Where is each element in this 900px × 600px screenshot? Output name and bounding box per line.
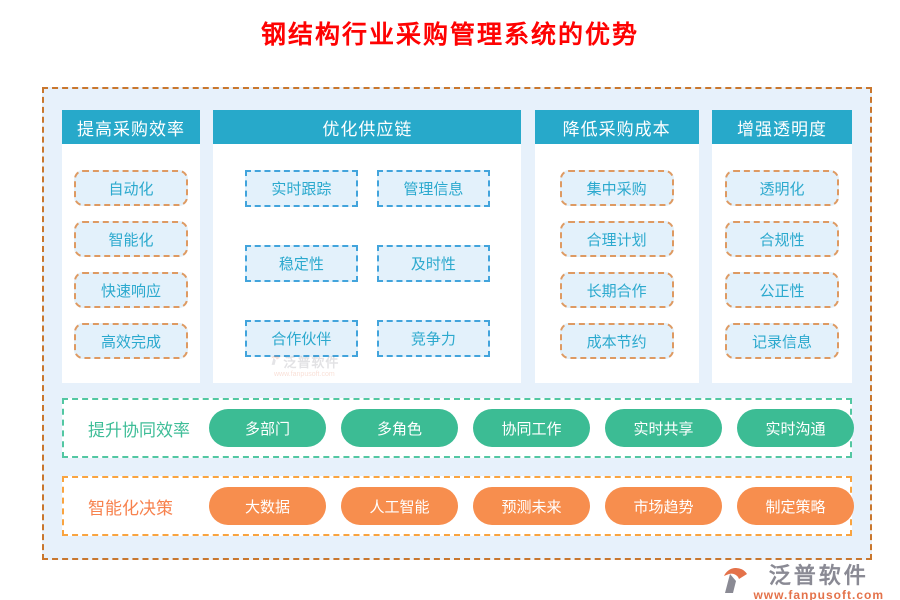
column-enhance-transparency: 增强透明度 透明化 合规性 公正性 记录信息: [711, 110, 852, 383]
column-optimize-supply-chain: 优化供应链 实时跟踪 管理信息 稳定性 及时性 合作伙伴 竞争力: [213, 110, 522, 383]
band-label: 智能化决策: [88, 498, 173, 518]
feature-item: 合作伙伴: [244, 320, 358, 357]
feature-item: 实时跟踪: [244, 170, 358, 207]
columns-section: 提高采购效率 自动化 智能化 快速响应 高效完成 优化供应链 实时跟踪 管理信息…: [62, 110, 852, 383]
feature-item: 管理信息: [376, 170, 490, 207]
band-label: 提升协同效率: [88, 420, 190, 440]
feature-item: 竞争力: [376, 320, 490, 357]
band-collaboration: 提升协同效率 多部门 多角色 协同工作 实时共享 实时沟通: [62, 398, 854, 458]
feature-item: 自动化: [74, 170, 188, 206]
column-reduce-cost: 降低采购成本 集中采购 合理计划 长期合作 成本节约: [534, 110, 699, 383]
band-pill: 协同工作: [473, 409, 590, 447]
band-pill: 市场趋势: [605, 487, 722, 525]
feature-item: 长期合作: [559, 272, 674, 308]
band-pill: 多部门: [209, 409, 326, 447]
watermark-url: www.fanpusoft.com: [273, 371, 335, 378]
feature-item: 集中采购: [559, 170, 674, 206]
fanpu-logo-icon: [269, 353, 281, 371]
logo-url: www.fanpusoft.com: [753, 588, 884, 600]
band-intelligent-decision: 智能化决策 大数据 人工智能 预测未来 市场趋势 制定策略: [62, 476, 854, 536]
watermark-name: 泛普软件: [283, 355, 340, 370]
band-pill: 预测未来: [473, 487, 590, 525]
logo-name: 泛普软件: [768, 563, 869, 588]
column-body: 自动化 智能化 快速响应 高效完成: [62, 144, 200, 383]
band-pill: 实时沟通: [737, 409, 854, 447]
feature-item: 合规性: [724, 221, 839, 257]
feature-item: 智能化: [74, 221, 188, 257]
column-body: 实时跟踪 管理信息 稳定性 及时性 合作伙伴 竞争力 泛普软件: [213, 144, 521, 383]
column-improve-efficiency: 提高采购效率 自动化 智能化 快速响应 高效完成: [62, 110, 200, 383]
column-header: 优化供应链: [213, 110, 522, 144]
band-pill: 大数据: [209, 487, 326, 525]
feature-item: 透明化: [724, 170, 839, 206]
feature-item: 稳定性: [244, 245, 358, 282]
diagram-board: 提高采购效率 自动化 智能化 快速响应 高效完成 优化供应链 实时跟踪 管理信息…: [42, 87, 872, 560]
column-body: 集中采购 合理计划 长期合作 成本节约: [535, 144, 699, 383]
column-header: 降低采购成本: [534, 110, 699, 144]
watermark: 泛普软件 www.fanpusoft.com: [261, 352, 347, 378]
fanpu-logo-icon: [718, 564, 750, 600]
page-title: 钢结构行业采购管理系统的优势: [260, 21, 639, 49]
fanpu-logo: 泛普软件 www.fanpusoft.com: [718, 563, 884, 600]
feature-item: 公正性: [724, 272, 839, 308]
feature-item: 合理计划: [559, 221, 674, 257]
column-header: 增强透明度: [711, 110, 852, 144]
feature-item: 快速响应: [74, 272, 188, 308]
band-pill: 实时共享: [605, 409, 722, 447]
feature-item: 成本节约: [559, 323, 674, 359]
column-header: 提高采购效率: [62, 110, 200, 144]
band-pill: 多角色: [341, 409, 458, 447]
feature-item: 记录信息: [724, 323, 839, 359]
band-pill: 人工智能: [341, 487, 458, 525]
band-pill: 制定策略: [737, 487, 854, 525]
feature-item: 及时性: [376, 245, 490, 282]
column-body: 透明化 合规性 公正性 记录信息: [712, 144, 852, 383]
feature-item: 高效完成: [74, 323, 188, 359]
